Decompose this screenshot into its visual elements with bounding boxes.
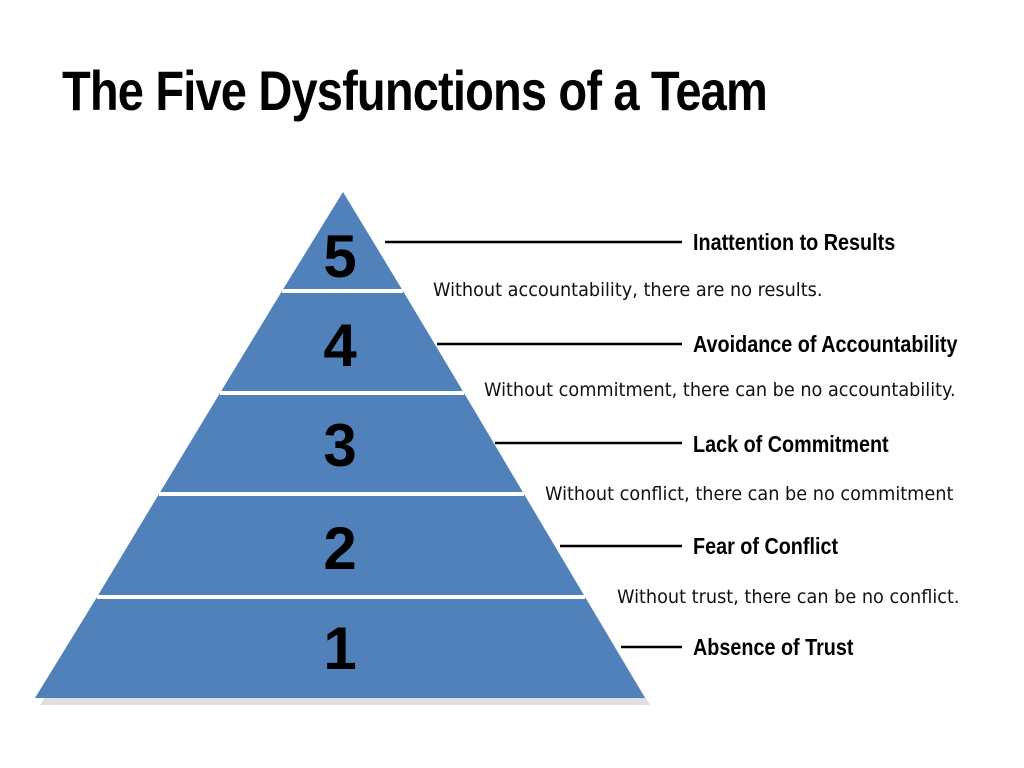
pyramid-tier-2 [97, 494, 585, 597]
dysfunction-label-1: Absence of Trust [693, 634, 854, 660]
level-number-4: 4 [323, 312, 357, 379]
dysfunction-label-5: Inattention to Results [693, 229, 896, 255]
slide-title: The Five Dysfunctions of a Team [62, 59, 768, 122]
level-number-3: 3 [323, 412, 356, 479]
caption-5-to-4: Without accountability, there are no res… [433, 279, 823, 301]
pyramid-tier-3 [159, 393, 524, 494]
caption-3-to-2: Without conflict, there can be no commit… [545, 483, 954, 505]
caption-2-to-1: Without trust, there can be no conflict. [617, 586, 960, 608]
dysfunction-label-4: Avoidance of Accountability [693, 331, 958, 357]
pyramid-tier-1 [35, 597, 645, 698]
dysfunction-label-3: Lack of Commitment [693, 431, 889, 457]
level-number-5: 5 [323, 223, 356, 290]
pyramid-tier-4 [220, 291, 464, 393]
dysfunction-label-2: Fear of Conflict [693, 533, 839, 559]
pyramid-tier-5 [282, 192, 403, 291]
level-number-1: 1 [323, 615, 356, 682]
caption-4-to-3: Without commitment, there can be no acco… [484, 379, 956, 401]
level-number-2: 2 [323, 515, 356, 582]
